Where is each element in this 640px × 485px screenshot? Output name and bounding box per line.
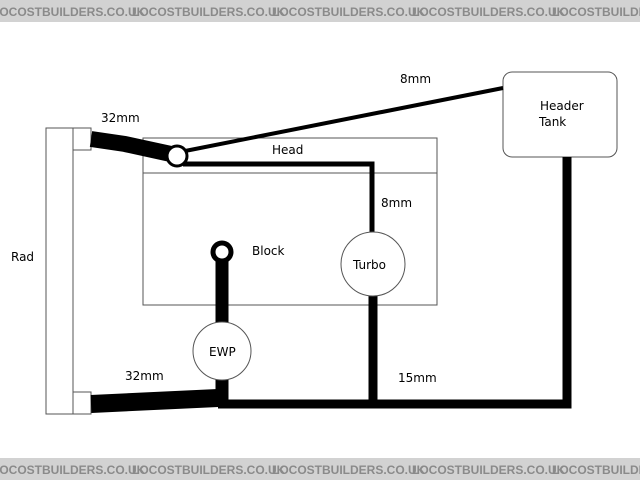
watermark-text: LOCOSTBUILDERS.CO.UK: [0, 463, 146, 477]
turbo-label: Turbo: [352, 258, 386, 272]
turbo: [340, 231, 406, 297]
radiator-bottom-outlet: [72, 391, 92, 415]
return-size-label: 15mm: [398, 371, 437, 385]
watermark-top: LOCOSTBUILDERS.CO.UK LOCOSTBUILDERS.CO.U…: [0, 0, 640, 22]
watermark-text: LOCOSTBUILDERS.CO.UK: [272, 5, 426, 19]
header-tank: [502, 71, 618, 158]
radiator-top-outlet: [72, 127, 92, 151]
watermark-bottom: LOCOSTBUILDERS.CO.UK LOCOSTBUILDERS.CO.U…: [0, 458, 640, 480]
ewp: [192, 321, 252, 381]
head-label: Head: [272, 143, 303, 157]
watermark-text: LOCOSTBUILDERS.CO.UK: [552, 5, 640, 19]
block-label: Block: [252, 244, 285, 258]
rad-top-hose: [89, 131, 182, 164]
watermark-text: LOCOSTBUILDERS.CO.UK: [0, 5, 146, 19]
header-tank-label-line1: Header: [540, 99, 584, 113]
rad-label: Rad: [11, 250, 34, 264]
watermark-band-top: [0, 0, 640, 22]
rad-bottom-size-label: 32mm: [125, 369, 164, 383]
header-feed-size-label: 8mm: [400, 72, 431, 86]
header-tank-label-line2: Tank: [538, 115, 566, 129]
watermark-text: LOCOSTBUILDERS.CO.UK: [132, 463, 286, 477]
header-feed-hose: [179, 86, 504, 154]
watermark-text: LOCOSTBUILDERS.CO.UK: [272, 463, 426, 477]
turbo-feed-size-label: 8mm: [381, 196, 412, 210]
watermark-text: LOCOSTBUILDERS.CO.UK: [412, 463, 566, 477]
watermark-text: LOCOSTBUILDERS.CO.UK: [412, 5, 566, 19]
radiator-body: [45, 127, 74, 415]
thermostat-housing: [165, 144, 189, 168]
radiator: [45, 127, 92, 415]
rad-bottom-hose: [90, 389, 222, 413]
head-outline: [142, 137, 438, 174]
watermark-band-bottom: [0, 458, 640, 480]
return-hose: [218, 157, 572, 409]
ewp-label: EWP: [209, 345, 236, 359]
watermark-text: LOCOSTBUILDERS.CO.UK: [552, 463, 640, 477]
turbo-feed-hose: [183, 161, 375, 236]
block-inlet: [210, 240, 234, 264]
watermark-text: LOCOSTBUILDERS.CO.UK: [132, 5, 286, 19]
rad-top-size-label: 32mm: [101, 111, 140, 125]
